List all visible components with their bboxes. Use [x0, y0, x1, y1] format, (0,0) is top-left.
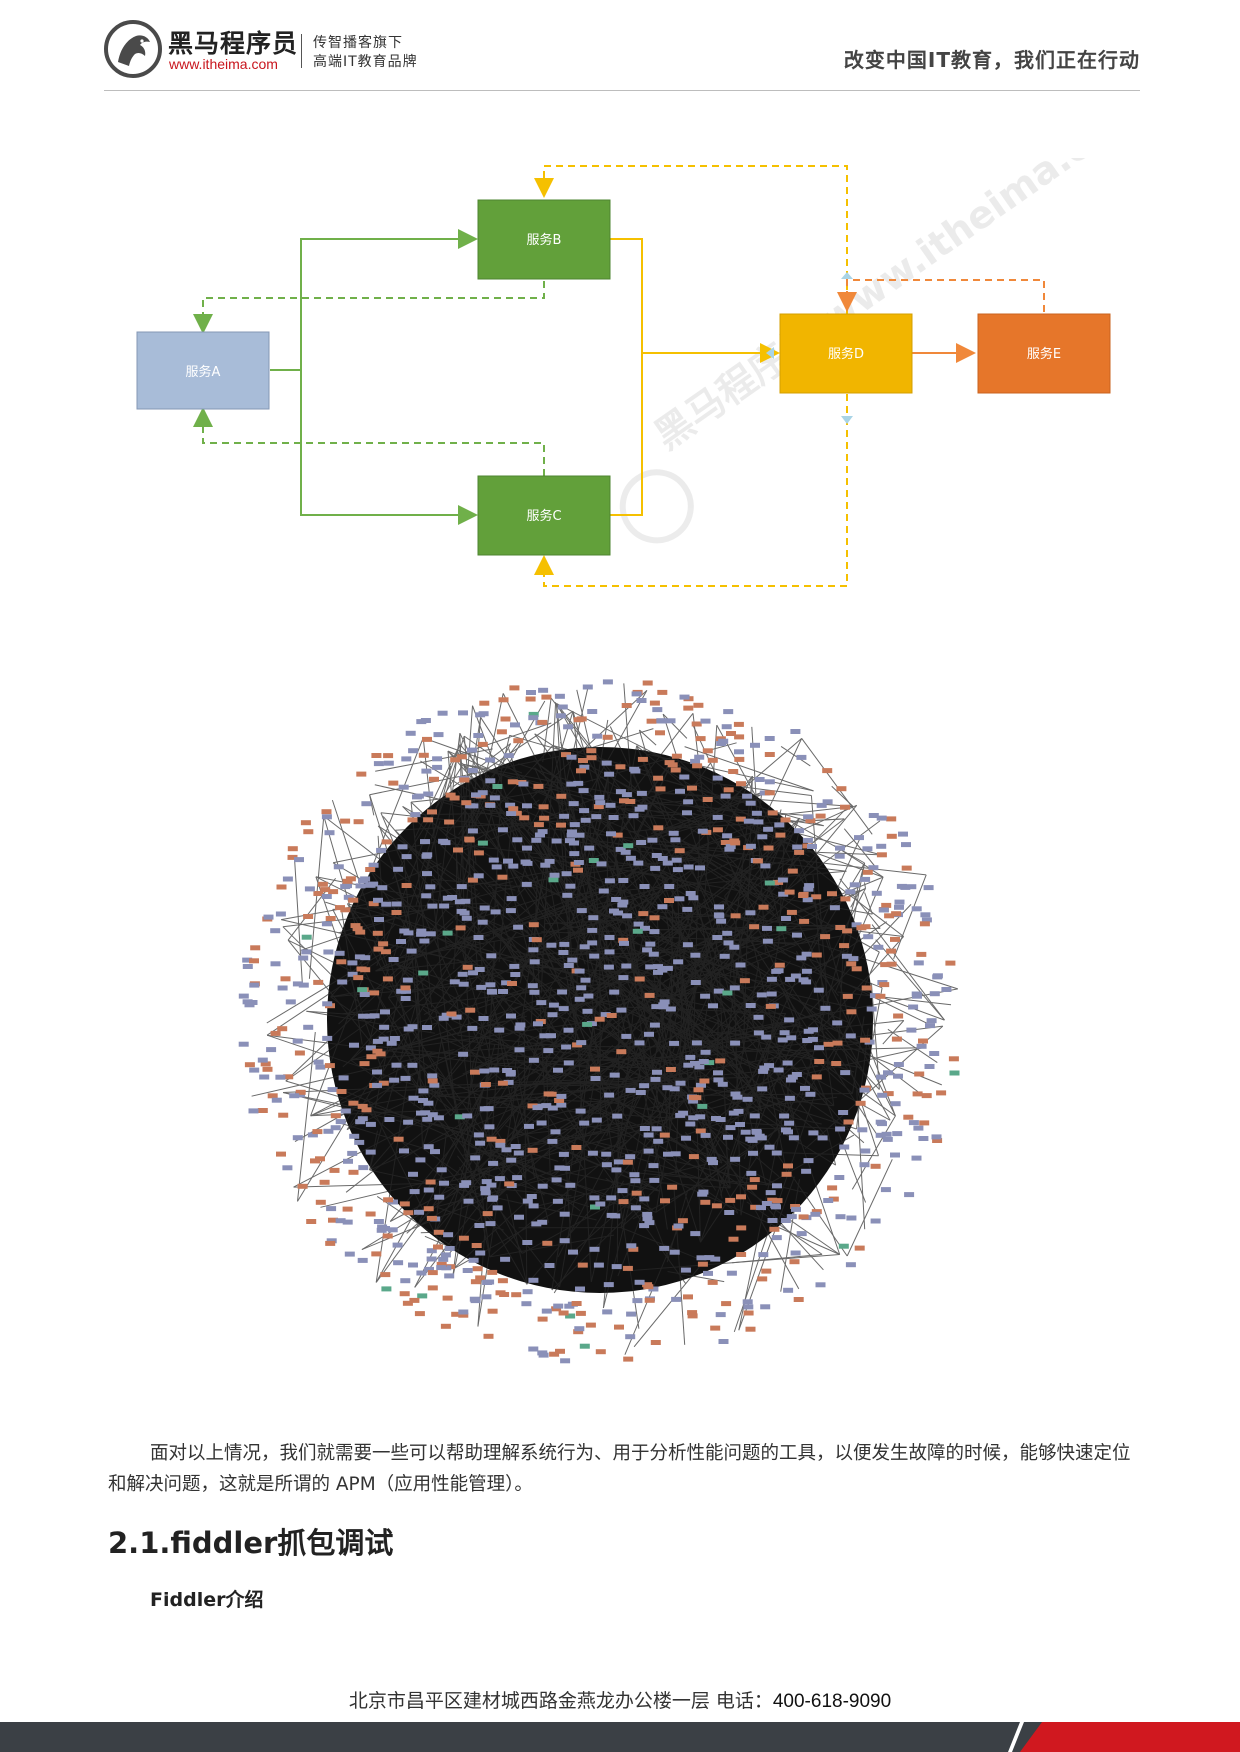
service-call-diagram: 黑马程序员 www.itheima.com 服务A 服务B [136, 158, 1120, 587]
brand-divider [301, 34, 302, 68]
header-divider [104, 90, 1140, 91]
footer-address: 北京市昌平区建材城西路金燕龙办公楼一层 电话： [348, 1690, 773, 1712]
microservice-network-image [238, 679, 960, 1364]
brand-name: 黑马程序员 [168, 29, 299, 58]
section-heading: 2.1.fiddler抓包调试 [108, 1526, 394, 1560]
service-d-node: 服务D [779, 313, 913, 394]
footer-bar [0, 1722, 1240, 1752]
diagram-watermark-text: 黑马程序员 www.itheima.com [647, 158, 1120, 458]
bc-to-d-connector [610, 238, 780, 516]
d-arrow-hints [766, 272, 853, 424]
d-to-e-connector [837, 279, 1045, 363]
network-nodes [238, 679, 960, 1364]
service-e-node: 服务E [977, 313, 1111, 394]
apm-paragraph: 面对以上情况，我们就需要一些可以帮助理解系统行为、用于分析性能问题的工具，以便发… [108, 1443, 1131, 1495]
brand-tagline-2: 高端IT教育品牌 [313, 54, 418, 70]
service-a-label: 服务A [186, 364, 221, 380]
service-b-node: 服务B [477, 199, 611, 280]
footer-contact: 北京市昌平区建材城西路金燕龙办公楼一层 电话：400-618-9090 [0, 1686, 1240, 1713]
footer-red-accent [1020, 1722, 1240, 1752]
sub-heading: Fiddler介绍 [150, 1589, 264, 1611]
footer-phone: 400-618-9090 [772, 1691, 892, 1712]
horse-logo-icon [104, 20, 162, 78]
d-to-bc-return-lines [534, 165, 848, 587]
service-d-label: 服务D [828, 346, 864, 362]
service-c-label: 服务C [526, 508, 561, 524]
page-header: 黑马程序员 www.itheima.com 传智播客旗下 高端IT教育品牌 改变… [104, 18, 1140, 90]
service-a-node: 服务A [136, 331, 270, 410]
a-to-bc-connector [270, 229, 478, 525]
brand-url: www.itheima.com [169, 56, 278, 72]
service-c-node: 服务C [477, 475, 611, 556]
bc-to-a-return-lines [193, 281, 545, 476]
brand-tagline-1: 传智播客旗下 [313, 35, 403, 51]
footer-stripe [1008, 1722, 1024, 1752]
service-e-label: 服务E [1027, 346, 1061, 362]
header-slogan: 改变中国IT教育，我们正在行动 [843, 48, 1140, 72]
service-b-label: 服务B [527, 232, 562, 248]
